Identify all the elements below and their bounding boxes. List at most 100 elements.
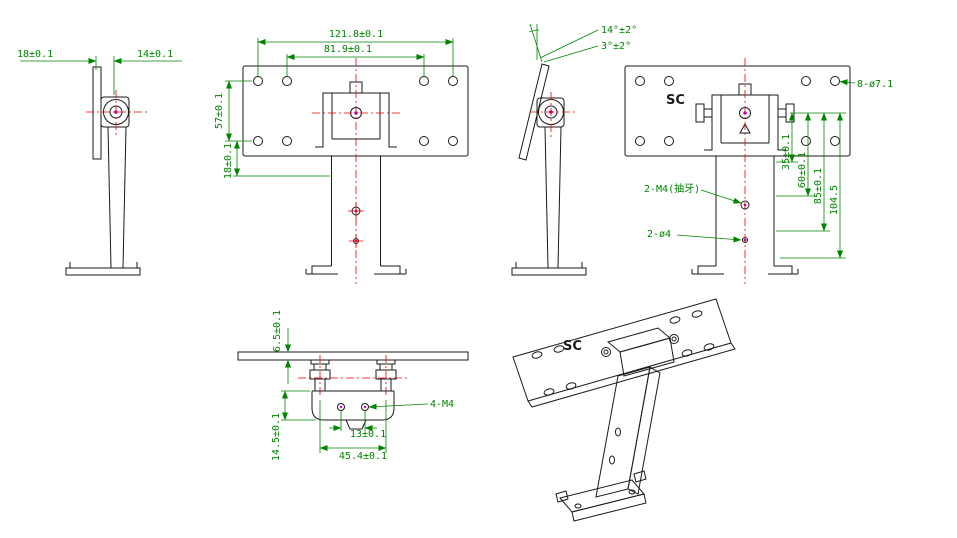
sc-mark: SC [666,93,685,108]
foot-tab-right [633,470,647,483]
extension-lines-bracket [281,390,316,421]
dim-plate-thickness: 6.5±0.1 [272,310,283,352]
hole [830,136,840,146]
plate-edge-outline [92,66,102,160]
dim-height-lower: 18±0.1 [223,143,234,179]
hole [669,316,681,324]
column-hole [615,427,621,437]
hole [448,136,458,146]
column-outline [715,156,775,266]
view-side-tilted: 14°±2° 3°±2° [511,23,637,276]
dim-angle-min: 3°±2° [601,41,631,52]
hole-crosshairs [348,203,364,248]
dim-plate-offset: 18±0.1 [17,49,53,60]
hole [553,345,565,353]
hole [419,76,429,86]
hole [664,136,674,146]
foot-lips [69,262,138,268]
hinge-bracket-inner [331,93,381,140]
hole [253,136,263,146]
dim-85: 85±0.1 [813,168,824,204]
dim-hinge-offset: 14±0.1 [137,49,173,60]
hole [691,310,703,318]
callout-through-holes: 2-ø4 [647,229,671,240]
bracket-body-outline [311,390,395,421]
arm-outline [544,126,562,269]
dim-104: 104.5 [829,185,840,215]
hinge-housing-outline [536,97,565,128]
left-bolt-center [603,349,609,355]
extension-lines-top [257,38,454,76]
column-side-face [627,366,661,495]
feet-outline [305,265,407,275]
hole [253,76,263,86]
dim-60: 60±0.1 [797,152,808,188]
hole [801,136,811,146]
right-bolt-head [669,334,679,344]
hinge-bracket-front-face [619,337,675,377]
hole [703,343,715,351]
foot-base-outline [65,267,141,276]
hole-dot [363,405,367,409]
right-bolt-center [671,336,677,342]
foot-tab-left [555,490,569,503]
angle-leaders [539,29,599,63]
extension-lines-right [776,112,846,259]
right-bolt-stack [375,355,397,398]
mounting-plate-outline [624,65,851,157]
foot-base-outline [511,267,587,276]
sc-mark: SC [563,339,582,354]
view-side-left: 18±0.1 14±0.1 [17,49,182,276]
hole [448,76,458,86]
angle-arc [528,29,540,33]
hole [635,136,645,146]
left-bolt-head [695,103,705,123]
hole [565,382,577,390]
hole-dot [339,405,343,409]
angle-reference-lines [529,23,543,63]
column-hole [609,455,615,465]
dim-height-upper: 57±0.1 [214,93,225,129]
column-outline [331,156,381,266]
tapped-hole [337,403,345,411]
view-isometric: SC [512,298,736,522]
view-bottom: 6.5±0.1 14.5±0.1 13±0.1 45.4±0.1 4-M4 [237,310,469,462]
foot-hole [628,489,636,495]
hole [681,349,693,357]
hole [419,136,429,146]
bracket-tab [345,419,367,430]
extension-lines [95,56,115,95]
left-bolt-stack [309,355,331,398]
hole [282,76,292,86]
foot-lips [515,262,583,268]
extension-lines-holes [340,411,366,431]
extension-lines-bolts [319,400,387,453]
feet-outline [691,265,799,275]
hole [543,388,555,396]
view-rear: SC 8-ø7.1 2-M4(抽牙) 2-ø4 35±0.1 60±0.1 85… [624,58,893,284]
hole [531,351,543,359]
arm-outline [107,126,127,269]
callout-plate-holes: 8-ø7.1 [857,79,893,90]
hole [635,76,645,86]
dim-hole-pitch: 13±0.1 [350,429,386,440]
right-bolt-shank [777,108,787,118]
foot-front-lip [571,493,647,522]
tilted-plate-outline [518,63,550,161]
hinge-bracket-top-face [606,327,672,353]
foot-hole [574,503,582,509]
leader-plate-holes [839,79,856,86]
left-bolt-head [601,347,611,357]
dim-hole-span-outer: 121.8±0.1 [329,29,383,40]
leader-tapped [368,403,429,410]
plate-holes [635,76,840,146]
callout-tapped-holes: 2-M4(抽牙) [644,182,700,195]
plate-strip-outline [237,351,469,361]
view-front: 121.8±0.1 81.9±0.1 57±0.1 18±0.1 [214,29,469,284]
hole [664,76,674,86]
hole [282,136,292,146]
dim-bracket-height: 14.5±0.1 [271,413,282,461]
plate-holes [253,76,458,146]
